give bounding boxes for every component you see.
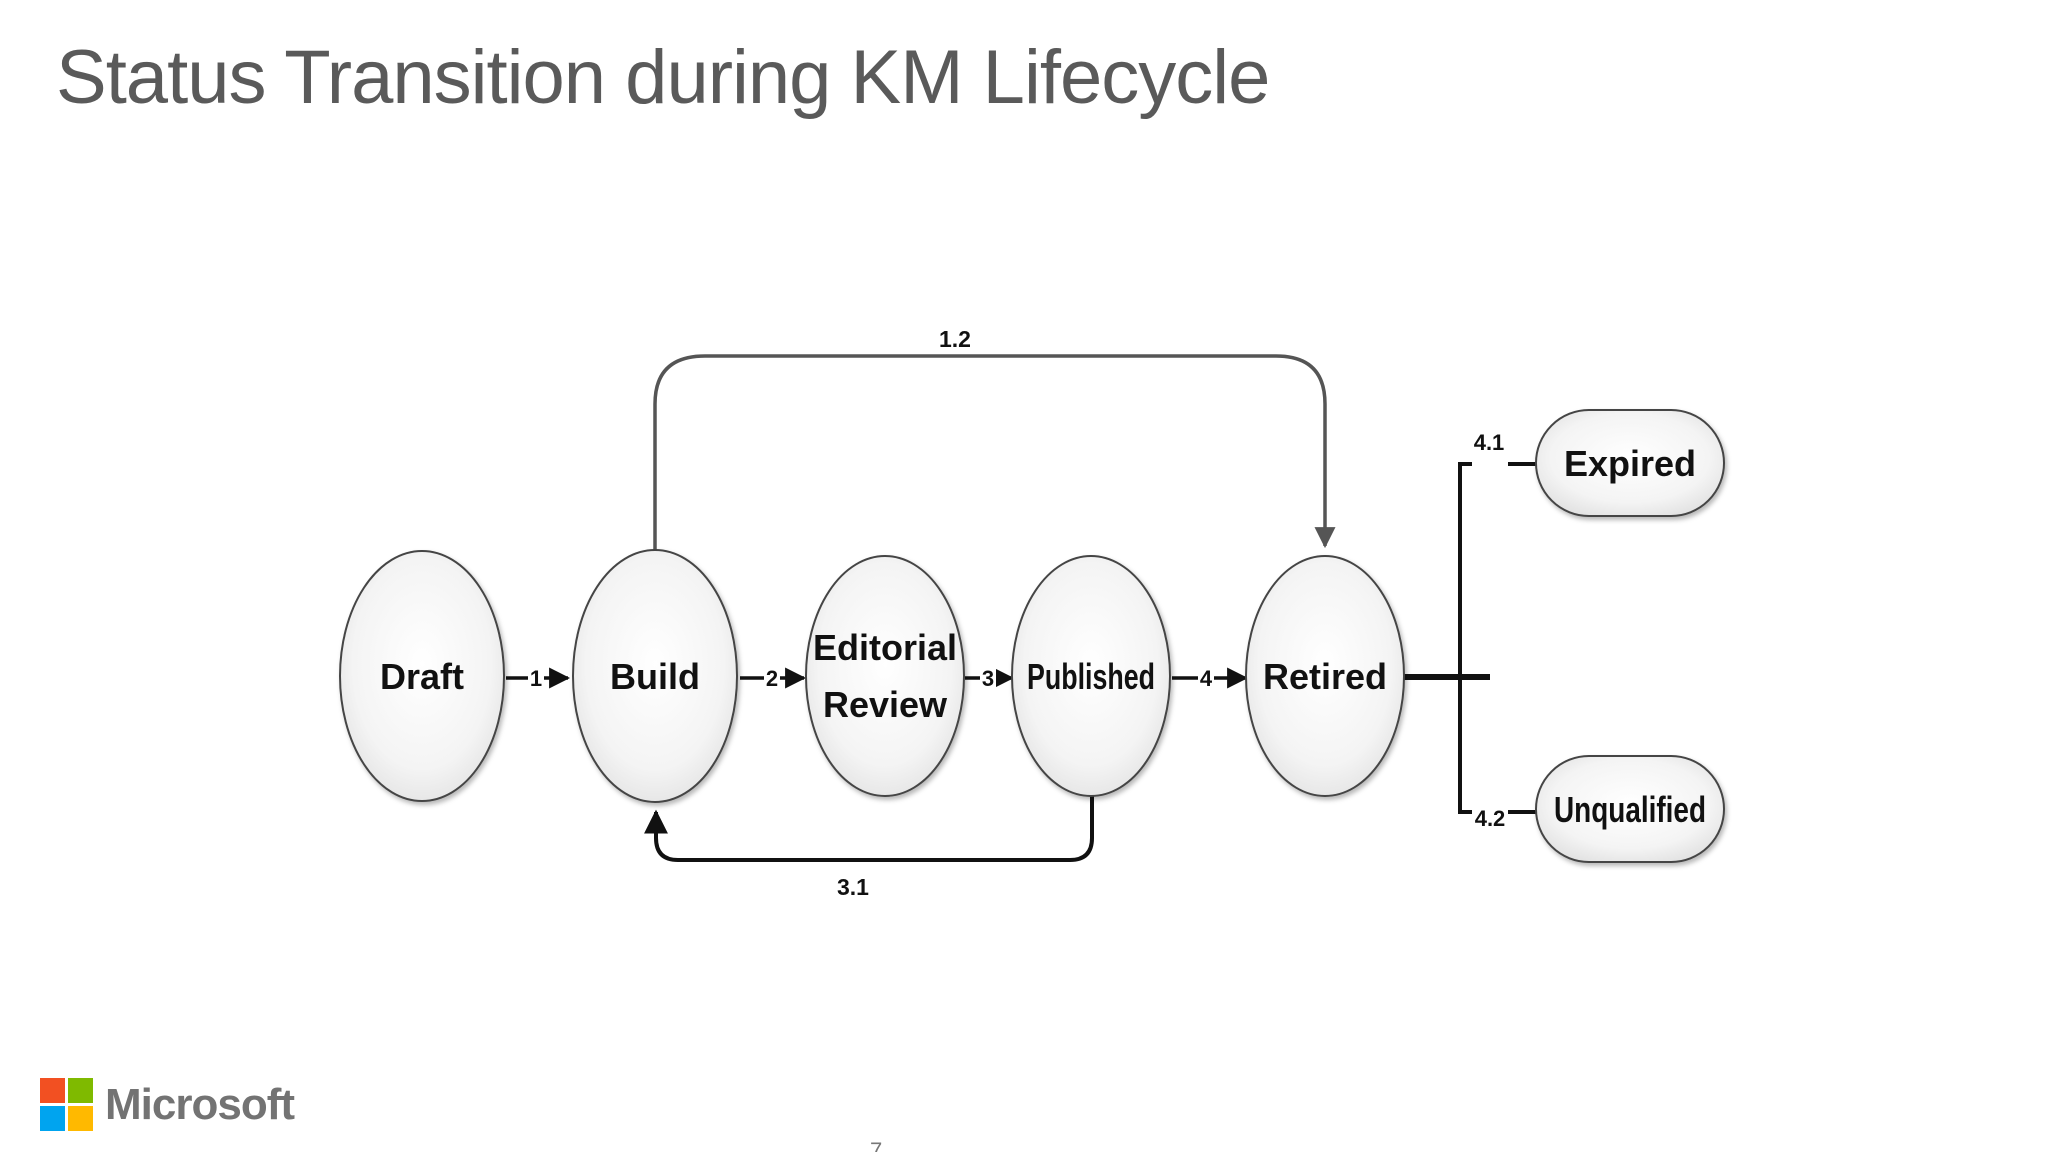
retired-branch	[1404, 462, 1536, 814]
edge-4-label-bg	[1198, 664, 1214, 692]
edge-4-2-label: 4.2	[1475, 806, 1506, 831]
logo-square-red	[40, 1078, 65, 1103]
edge-2-label-bg	[764, 664, 780, 692]
edge-3-1-line	[644, 796, 1094, 862]
node-published-label: Published	[1027, 656, 1155, 697]
node-editorial-label-line1: Editorial	[813, 627, 957, 668]
edge-1-2-line	[653, 354, 1336, 554]
node-draft: Draft	[339, 550, 505, 802]
node-retired-label: Retired	[1263, 656, 1387, 697]
edge-1-2-label: 1.2	[939, 326, 971, 352]
node-editorial-label-line2: Review	[823, 684, 948, 725]
node-build: Build	[572, 549, 738, 803]
edge-3-label: 3	[982, 666, 994, 691]
microsoft-logo-text: Microsoft	[105, 1079, 295, 1129]
slide-title: Status Transition during KM Lifecycle	[56, 35, 1270, 120]
node-retired: Retired	[1245, 555, 1405, 797]
node-published: Published	[1011, 555, 1171, 797]
edge-1-label: 1	[530, 666, 542, 691]
page-number: 7	[870, 1138, 883, 1152]
edge-2-label: 2	[766, 666, 778, 691]
edge-4-1-label: 4.1	[1474, 430, 1505, 455]
node-editorial-review: Editorial Review	[805, 555, 965, 797]
edge-4-label: 4	[1200, 666, 1213, 691]
edge-1-label-bg	[528, 664, 544, 692]
node-build-label: Build	[610, 656, 700, 697]
edge-3-label-bg	[980, 664, 996, 692]
microsoft-logo-icon	[40, 1078, 93, 1131]
logo-square-green	[68, 1078, 93, 1103]
node-expired-label: Expired	[1564, 443, 1696, 484]
node-unqualified-label: Unqualified	[1554, 789, 1706, 830]
microsoft-logo: Microsoft	[40, 1078, 295, 1131]
node-unqualified: Unqualified	[1535, 755, 1725, 863]
logo-square-yellow	[68, 1106, 93, 1131]
logo-square-blue	[40, 1106, 65, 1131]
edge-3-1-label: 3.1	[837, 874, 869, 900]
node-expired: Expired	[1535, 409, 1725, 517]
node-draft-label: Draft	[380, 656, 464, 697]
